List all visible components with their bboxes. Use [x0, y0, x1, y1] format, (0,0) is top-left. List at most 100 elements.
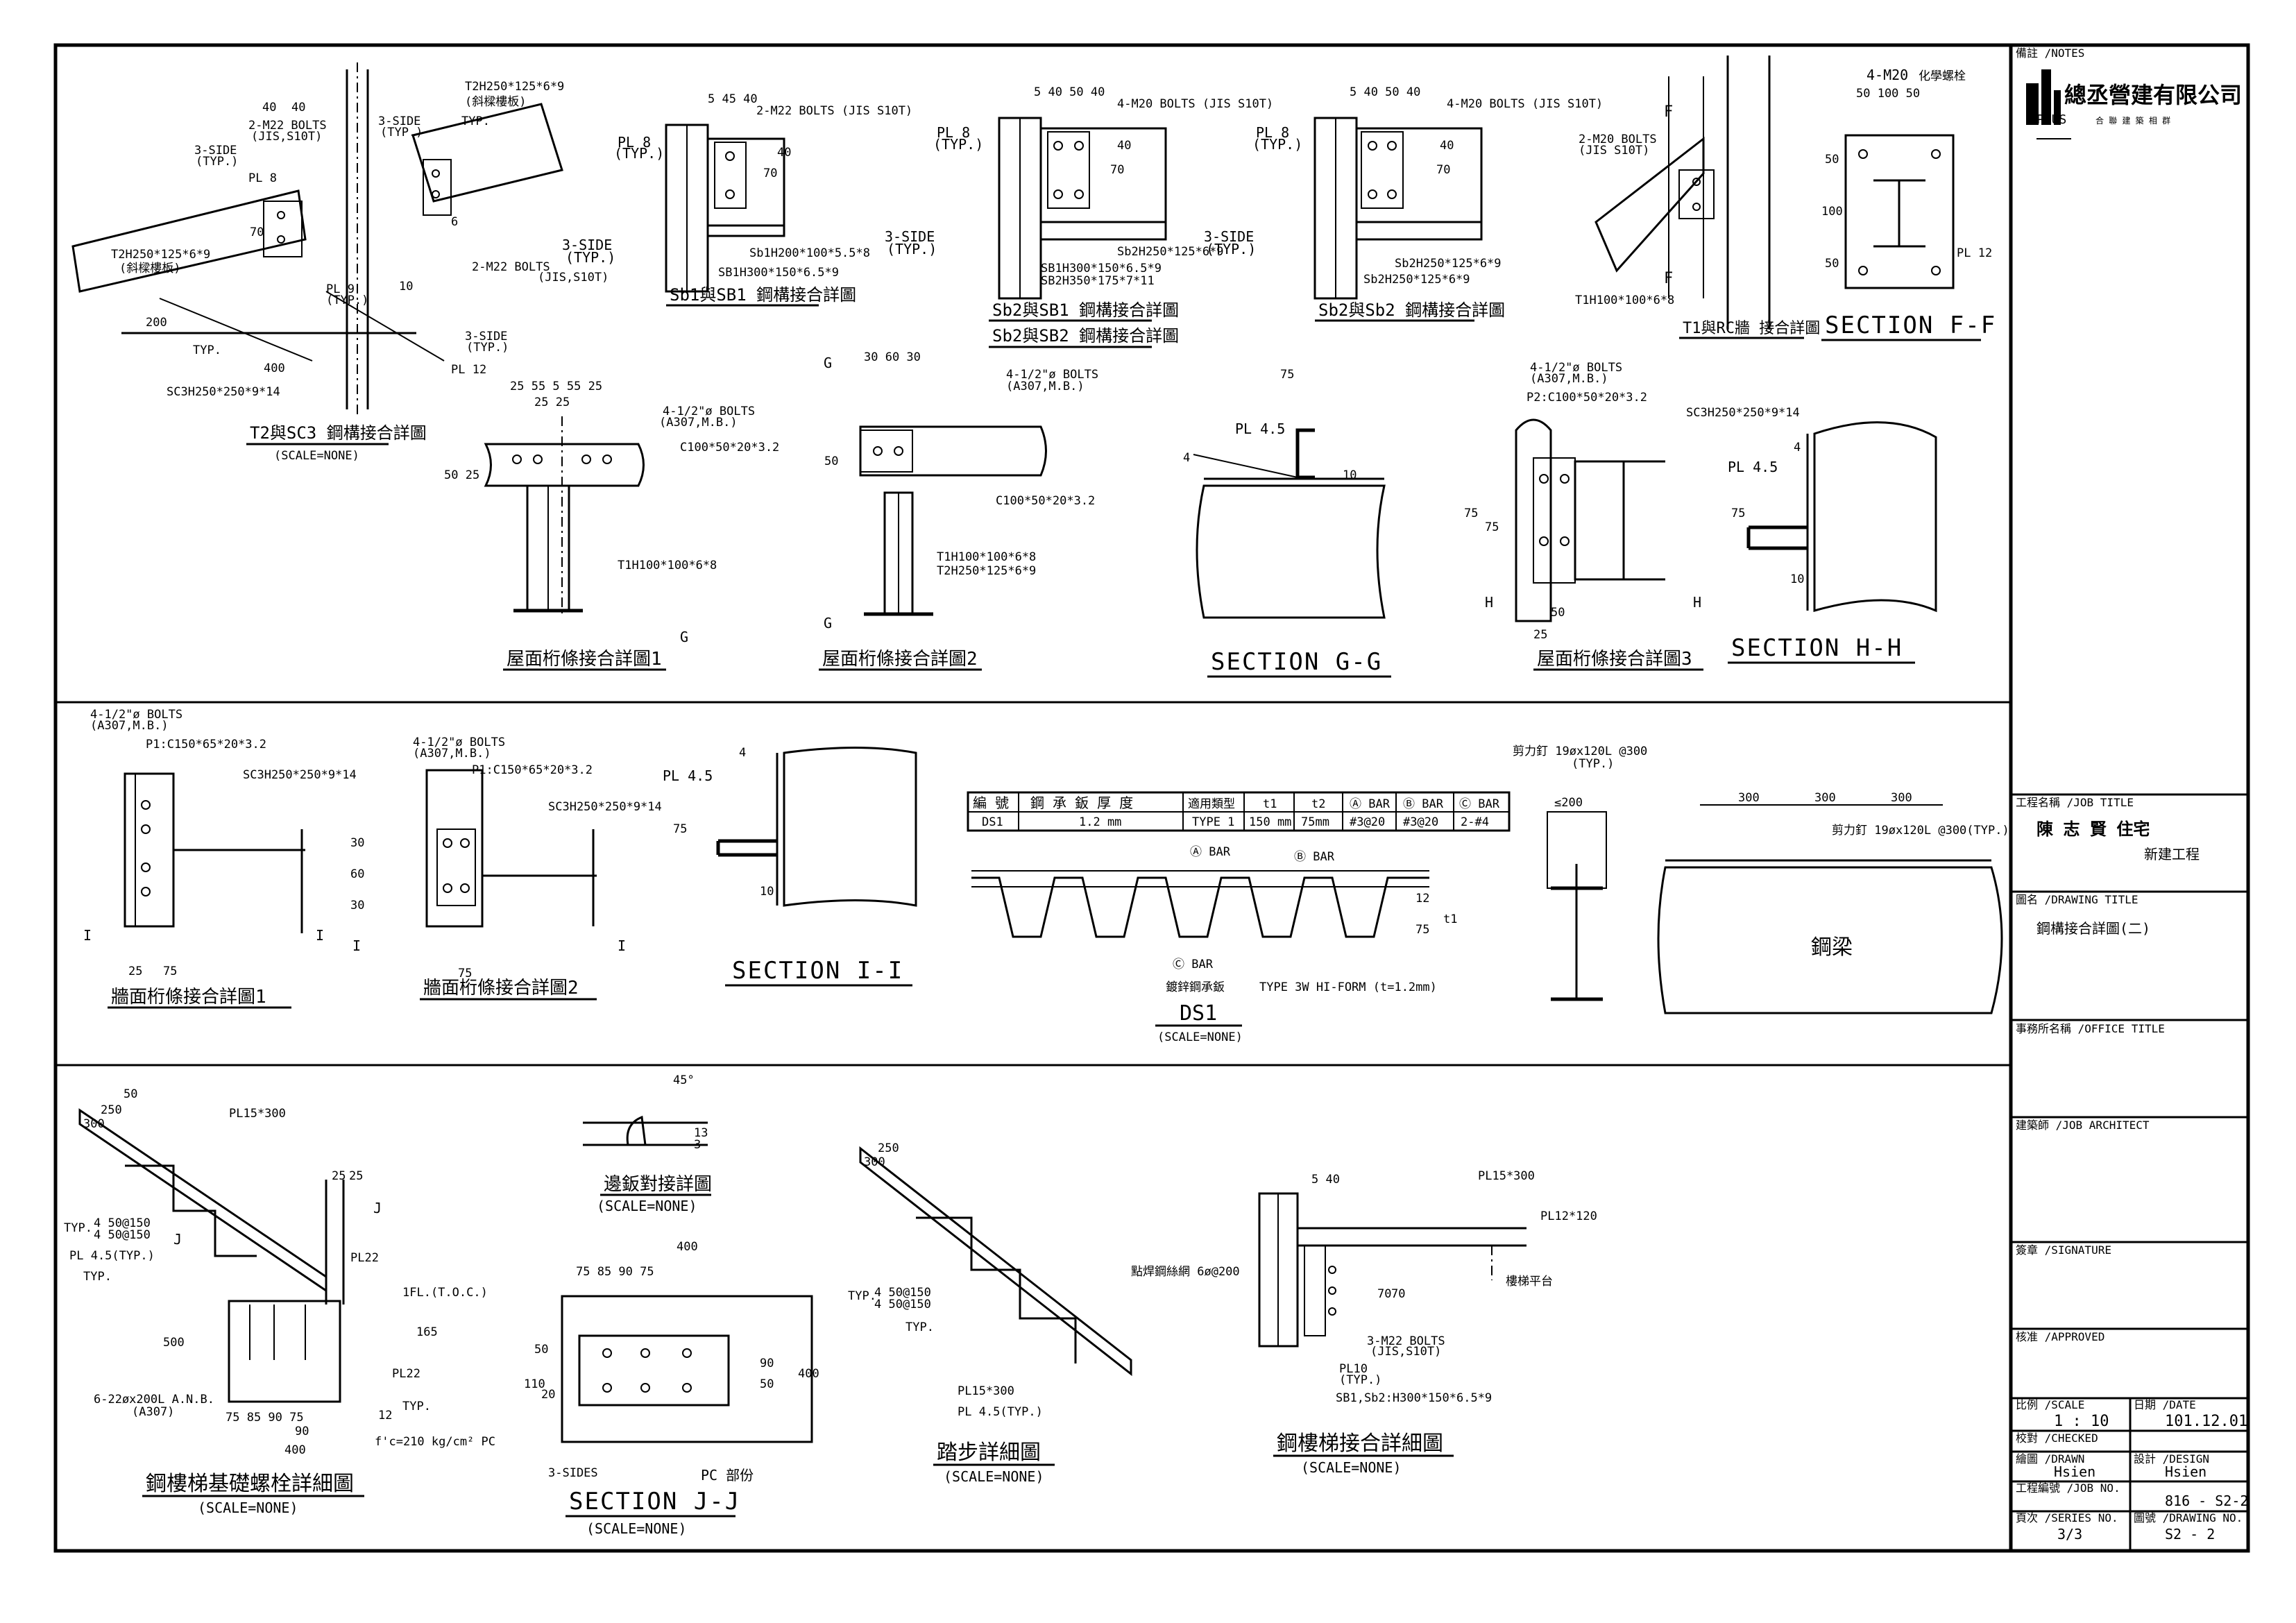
label-c100: C100*50*20*3.2: [996, 494, 1095, 508]
label-bolts: 4-M20: [1866, 67, 1908, 83]
label-pl9: PL 9: [326, 282, 355, 296]
label-dims: 75 85 90 75: [576, 1265, 654, 1279]
label-d70a: 70: [1377, 1287, 1391, 1301]
date-value: 101.12.01: [2165, 1413, 2247, 1430]
job-title-label: 工程名稱 /JOB TITLE: [2016, 796, 2134, 809]
job-title-line1: 陳 志 賢 住宅: [2036, 819, 2150, 839]
label-dims: 5 40 50 40: [1034, 85, 1105, 99]
label-d30a: 30: [350, 836, 364, 850]
job-no-label: 工程編號 /JOB NO.: [2016, 1481, 2120, 1495]
stair-title: 鋼樓梯接合詳細圖: [1277, 1431, 1443, 1456]
label-d25a: 25: [332, 1169, 346, 1183]
label-i: I: [352, 937, 361, 954]
d6-title: SECTION F-F: [1825, 312, 1996, 339]
label-weld2: 4 50@150: [94, 1228, 151, 1242]
label-d70: 70: [250, 226, 264, 239]
d1-scale: (SCALE=NONE): [274, 449, 359, 463]
label-d50: 50: [534, 1343, 548, 1357]
label-weld: 4 50@150: [94, 1216, 151, 1230]
label-d400: 400: [264, 362, 285, 375]
p2-title: 屋面桁條接合詳圖2: [822, 649, 978, 670]
label-d50: 50: [124, 1087, 137, 1101]
detail-stud: 剪力釘 19øx120L @300 (TYP.) ≤200: [1513, 745, 1647, 1001]
label-side-typ: (TYP.): [1206, 241, 1256, 257]
label-weld: 4 50@150: [874, 1286, 931, 1300]
d1-title: T2與SC3 鋼構接合詳圖: [250, 423, 427, 443]
label-g: G: [680, 629, 688, 645]
label-d50b: 50: [760, 1377, 774, 1391]
label-d100: 100: [1821, 205, 1843, 219]
table-cell: #3@20: [1403, 815, 1438, 829]
label-d40: 40: [1117, 139, 1131, 153]
label-d25: 25: [128, 965, 142, 978]
label-d10: 10: [1343, 468, 1357, 482]
p3-title: 屋面桁條接合詳圖3: [1537, 649, 1692, 670]
detail-step: 300 250 點焊鋼絲網 6ø@200 TYP. 4 50@150 4 50@…: [848, 1141, 1240, 1485]
label-side3a-typ: (TYP.): [196, 155, 238, 169]
label-d10: 10: [1790, 572, 1804, 586]
stair-scale: (SCALE=NONE): [1301, 1459, 1402, 1476]
label-d6: 6: [451, 215, 458, 229]
e1-title: 邊鈑對接詳圖: [604, 1174, 712, 1195]
d2-title: Sb1與SB1 鋼構接合詳圖: [670, 285, 856, 305]
label-d50a: 50: [1825, 153, 1839, 167]
detail-purlin-3: 4-1/2"ø BOLTS (A307,M.B.) P2:C100*50*20*…: [1464, 361, 1800, 671]
label-pl15: PL15*300: [1478, 1169, 1535, 1183]
label-dims: 50 100 50: [1856, 87, 1920, 101]
label-d250: 250: [878, 1141, 899, 1155]
label-bolts: 4-M20 BOLTS (JIS S10T): [1447, 97, 1603, 111]
label-t1h: T1H100*100*6*8: [618, 559, 717, 572]
label-d300: 300: [864, 1155, 885, 1169]
label-pl45: PL 4.5: [663, 767, 713, 784]
label-bolts: 3-M22 BOLTS: [1367, 1334, 1445, 1348]
label-sides: 3-SIDES: [548, 1466, 598, 1480]
label-bolts2-spec: (JIS,S10T): [538, 271, 609, 284]
detail-beam-studs: 300 300 300 剪力釘 19øx120L @300(TYP.) 鋼梁: [1657, 791, 2009, 1014]
label-d400v: 400: [798, 1367, 819, 1381]
label-d75: 75: [1731, 507, 1745, 520]
label-h-2: H: [1693, 594, 1701, 611]
label-d12: 12: [378, 1409, 392, 1422]
label-deck: 鍍鋅鋼承鈑: [1166, 980, 1225, 994]
label-beam: 鋼梁: [1811, 935, 1853, 960]
table-header: Ⓑ BAR: [1403, 797, 1444, 811]
label-d75: 75: [458, 967, 472, 980]
label-c100: C100*50*20*3.2: [680, 441, 779, 454]
label-pl45: PL 4.5(TYP.): [958, 1405, 1043, 1419]
label-d75: 75: [1415, 923, 1429, 937]
detail-t2-sc3: T2H250*125*6*9 (斜樑樓板) 40 40 2-M22 BOLTS …: [71, 62, 609, 463]
label-dims2: 25 25: [534, 396, 570, 409]
label-d50b: 50: [1825, 257, 1839, 271]
label-f-2: F: [1664, 270, 1673, 287]
label-bolts: 2-M22 BOLTS (JIS S10T): [756, 104, 912, 118]
label-d13: 13: [694, 1126, 708, 1140]
table-header: t1: [1263, 797, 1277, 811]
label-bolts: 4-1/2"ø BOLTS: [1530, 361, 1622, 375]
label-bolts-spec: (A307,M.B.): [1006, 380, 1085, 393]
f1-scale: (SCALE=NONE): [198, 1499, 298, 1516]
label-d110: 110: [524, 1377, 545, 1391]
label-t2h-left-note: (斜樑樓板): [119, 262, 180, 275]
sjj-title: SECTION J-J: [569, 1488, 740, 1515]
label-i: I: [83, 927, 92, 944]
label-t1h: T1H100*100*6*8: [937, 550, 1036, 564]
label-d30b: 30: [350, 899, 364, 912]
label-side: 3-SIDE: [885, 228, 935, 245]
drawn-value: Hsien: [2054, 1463, 2095, 1480]
label-i-2: I: [618, 937, 626, 954]
label-typ: TYP.: [848, 1289, 876, 1303]
d3-title1: Sb2與SB1 鋼構接合詳圖: [992, 300, 1179, 320]
detail-sb1-sb1: 5 45 40 2-M22 BOLTS (JIS S10T) PL 8 (TYP…: [562, 92, 912, 307]
label-typ3: TYP.: [402, 1400, 431, 1413]
label-pl8-typ: (TYP.): [1252, 136, 1302, 153]
label-f: F: [1664, 103, 1673, 121]
label-t1h: T1H100*100*6*8: [1575, 294, 1674, 307]
label-tfl: 1FL.(T.O.C.): [402, 1286, 488, 1300]
design-value: Hsien: [2165, 1463, 2206, 1480]
label-bolts1: 2-M22 BOLTS: [248, 119, 327, 133]
table-header: t2: [1311, 797, 1325, 811]
table-cell: #3@20: [1350, 815, 1385, 829]
label-sb2a: Sb2H250*125*6*9: [1395, 257, 1502, 271]
label-d300c: 300: [1891, 791, 1912, 805]
